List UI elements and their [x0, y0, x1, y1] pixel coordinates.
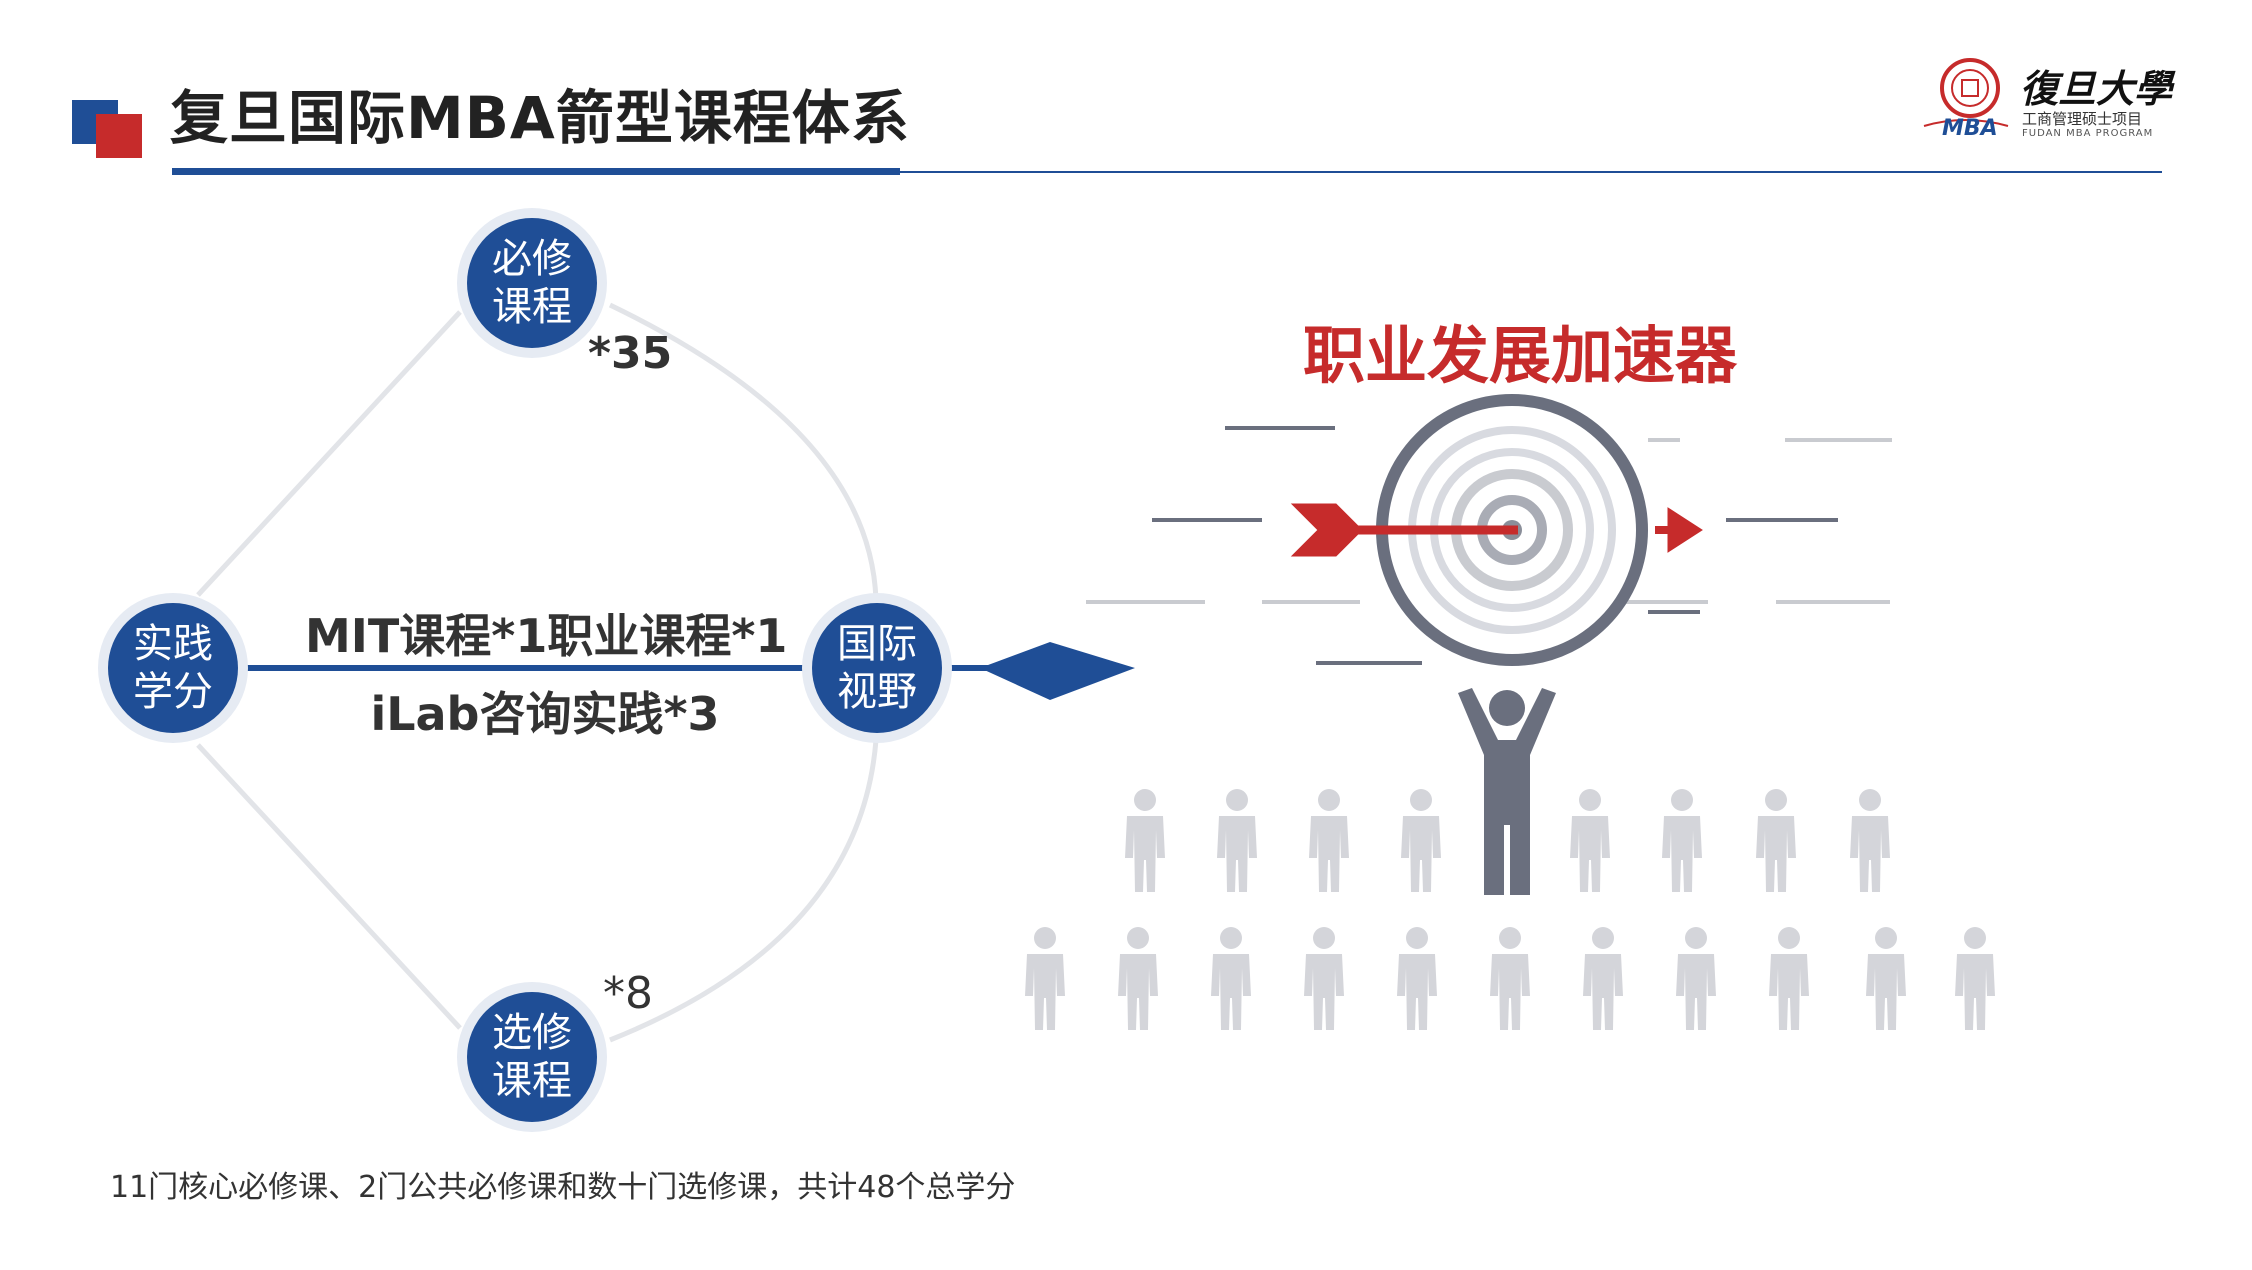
node-international-line2: 视野 [837, 669, 917, 715]
person-icon [1309, 789, 1349, 892]
person-icon [1769, 927, 1809, 1030]
person-icon [1583, 927, 1623, 1030]
person-icon [1662, 789, 1702, 892]
person-icon [1401, 789, 1441, 892]
node-international-vision: 国际视野 [812, 603, 942, 733]
arrow-icon [1290, 503, 1703, 557]
person-icon [1118, 927, 1158, 1030]
node-practice-line2: 学分 [133, 669, 213, 715]
university-seal-icon [1923, 58, 2009, 127]
node-required-courses: 必修课程 [467, 218, 597, 348]
footnote: 11门核心必修课、2门公共必修课和数十门选修课，共计48个总学分 [110, 1170, 1016, 1205]
node-elective-line2: 课程 [492, 1058, 572, 1104]
person-icon [1676, 927, 1716, 1030]
node-practice-credits: 实践学分 [108, 603, 238, 733]
node-elective-courses: 选修课程 [467, 992, 597, 1122]
arrow-head-diamond [980, 642, 1135, 700]
logo-subtitle-en: FUDAN MBA PROGRAM [2022, 128, 2154, 139]
person-icon [1955, 927, 1995, 1030]
person-icon [1125, 789, 1165, 892]
person-icon [1490, 927, 1530, 1030]
title-rule [900, 171, 2162, 173]
node-international-line1: 国际 [837, 621, 917, 667]
title-accent-red [96, 114, 142, 158]
node-practice-line1: 实践 [133, 621, 213, 667]
person-icon [1570, 789, 1610, 892]
person-icon [1850, 789, 1890, 892]
badge-elective-count: *8 [603, 968, 653, 1019]
career-title: 职业发展加速器 [1302, 319, 1737, 392]
node-required-line2: 课程 [492, 284, 572, 330]
page-title: 复旦国际MBA箭型课程体系 [170, 84, 910, 152]
person-icon [1025, 927, 1065, 1030]
logo-university-name: 復旦大學 [2020, 66, 2173, 111]
node-elective-line1: 选修 [492, 1010, 572, 1056]
person-icon [1217, 789, 1257, 892]
person-icon [1211, 927, 1251, 1030]
center-line-1: MIT课程*1职业课程*1 [305, 609, 788, 663]
logo-mba: MBA [1942, 116, 1998, 141]
person-icon [1866, 927, 1906, 1030]
center-line-2: iLab咨询实践*3 [370, 687, 720, 741]
title-underline [172, 168, 900, 175]
node-required-line1: 必修 [492, 236, 572, 282]
fudan-logo: MBA 復旦大學 工商管理硕士项目 FUDAN MBA PROGRAM [1920, 56, 2172, 146]
leader-figure-icon [1458, 688, 1556, 895]
person-icon [1397, 927, 1437, 1030]
badge-required-count: *35 [588, 328, 673, 379]
person-icon [1756, 789, 1796, 892]
logo-subtitle-cn: 工商管理硕士项目 [2022, 110, 2143, 128]
person-icon [1304, 927, 1344, 1030]
